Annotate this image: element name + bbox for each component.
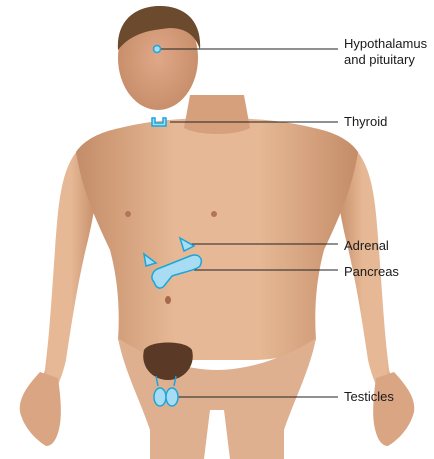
right-hand — [373, 372, 414, 446]
hypothalamus-label-line1: Hypothalamus — [344, 36, 427, 52]
hypothalamus-pituitary-marker — [154, 46, 161, 53]
right-nipple — [211, 211, 217, 217]
left-nipple — [125, 211, 131, 217]
left-hand — [20, 372, 61, 446]
right-testicle — [166, 388, 178, 406]
hypothalamus-label: Hypothalamus and pituitary — [344, 36, 427, 68]
torso — [76, 118, 358, 360]
neck — [184, 95, 250, 134]
hypothalamus-label-line2: and pituitary — [344, 52, 427, 68]
navel — [165, 296, 171, 304]
pancreas-label: Pancreas — [344, 264, 399, 280]
left-testicle — [154, 388, 166, 406]
thyroid-label: Thyroid — [344, 114, 387, 130]
adrenal-label: Adrenal — [344, 238, 389, 254]
testicles-label: Testicles — [344, 389, 394, 405]
